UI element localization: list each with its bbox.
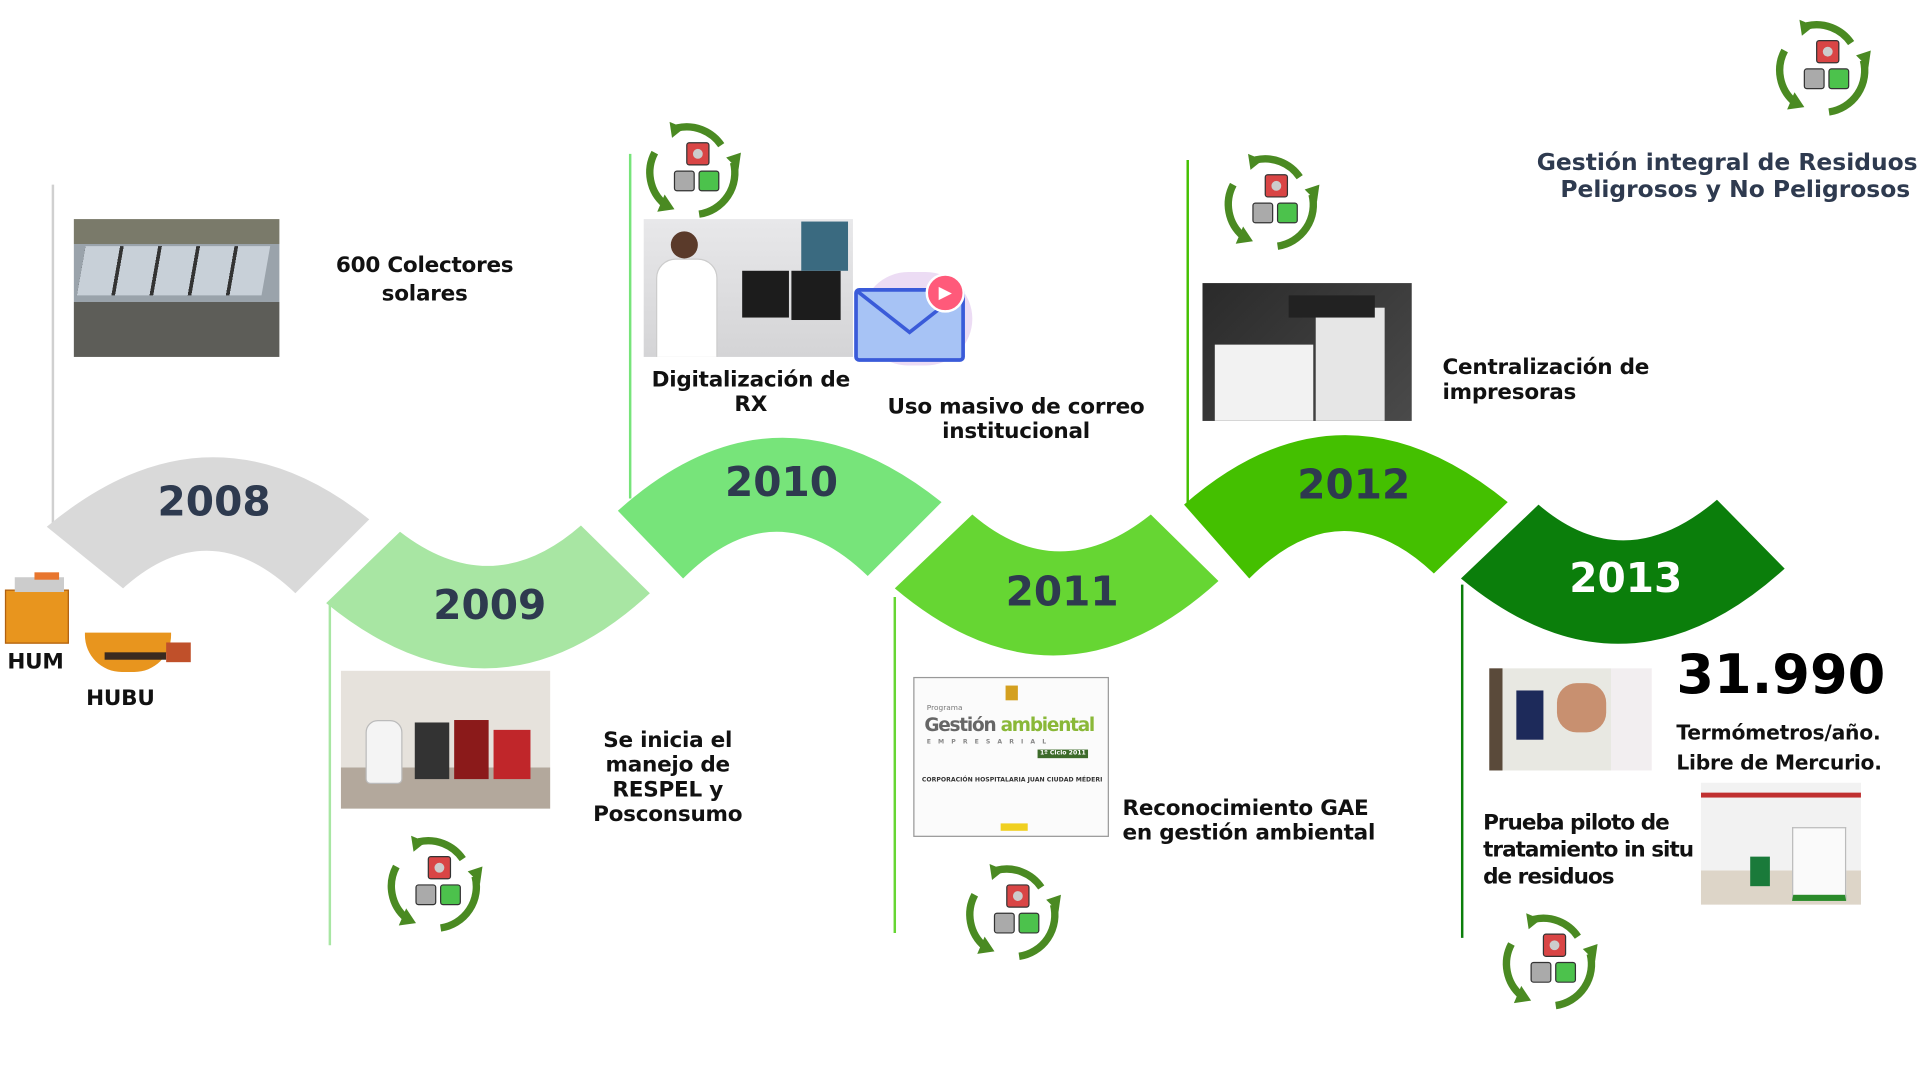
year-2010: 2010 [724, 457, 839, 506]
title-line: Peligrosos y No Peligrosos [1560, 176, 1911, 204]
title-line: Gestión integral de Residuos [1536, 148, 1918, 177]
text-line: solares [381, 281, 468, 307]
cert-subtitle: E M P R E S A R I A L [926, 738, 1049, 746]
text-line: Posconsumo [593, 802, 743, 828]
site-label-hum: HUM [7, 649, 64, 675]
text-line: Libre de Mercurio. [1676, 750, 1882, 775]
recycle-icon [1780, 20, 1871, 112]
vertical-lines [51, 153, 1464, 946]
text-line: Se inicia el [603, 728, 733, 754]
item-2011-text: Reconocimiento GAE en gestión ambiental [1122, 796, 1405, 845]
arc-2010 [617, 437, 942, 579]
item-2009-text: Se inicia el manejo de RESPEL y Posconsu… [578, 729, 756, 827]
thermometer-photo [1489, 668, 1652, 771]
text-line: manejo de [605, 753, 730, 778]
page-title: Gestión integral de Residuos Peligrosos … [1526, 148, 1918, 204]
cert-title-b: ambiental [1000, 713, 1096, 737]
waste-treatment-photo [1700, 782, 1861, 905]
recycle-icon [391, 836, 482, 928]
text-line: en gestión ambiental [1122, 820, 1376, 846]
year-2008: 2008 [157, 477, 271, 526]
text-line: Reconocimiento GAE [1122, 796, 1369, 821]
cert-program: Programa [926, 704, 963, 713]
text-line: tratamiento in situ [1483, 838, 1694, 863]
recycle-icon [970, 864, 1061, 956]
text-line: de residuos [1483, 865, 1614, 890]
item-2010-rx-text: Digitalización de RX [634, 368, 868, 417]
arc-2011 [894, 514, 1219, 656]
hubu-building-icon [80, 625, 197, 680]
item-2010-email-text: Uso masivo de correo institucional [871, 395, 1160, 444]
year-2009: 2009 [433, 580, 547, 629]
year-2012: 2012 [1297, 460, 1411, 509]
item-2013-pilot-text: Prueba piloto de tratamiento in situ de … [1483, 810, 1694, 891]
recycle-icon [650, 122, 741, 214]
text-line: Centralización de [1442, 355, 1650, 381]
arc-2013 [1460, 499, 1785, 644]
cert-org: CORPORACIÓN HOSPITALARIA JUAN CIUDAD MÉD… [921, 776, 1103, 785]
arc-2008 [46, 457, 370, 594]
email-icon: ▶ [849, 266, 978, 374]
arc-2012 [1184, 435, 1508, 579]
recycle-icon [1228, 154, 1319, 246]
text-line: Digitalización de [651, 368, 851, 393]
respel-room-photo [340, 670, 551, 809]
solar-collectors-photo [73, 219, 280, 357]
cert-cycle: 1º Ciclo 2011 [1037, 749, 1089, 759]
item-2013-thermo-text: Termómetros/año. Libre de Mercurio. [1676, 719, 1882, 778]
printers-photo [1202, 283, 1412, 421]
text-line: RESPEL y [612, 777, 724, 803]
year-2013: 2013 [1569, 553, 1683, 602]
cert-title-a: Gestión [924, 713, 996, 737]
site-label-hubu: HUBU [86, 686, 155, 712]
recycle-icon [1506, 913, 1597, 1005]
text-line: institucional [942, 419, 1090, 445]
cert-title: Gestión ambiental [924, 713, 1096, 737]
year-2011: 2011 [1005, 567, 1119, 616]
text-line: RX [734, 392, 768, 418]
text-line: Uso masivo de correo [887, 395, 1145, 420]
text-line: Termómetros/año. [1676, 721, 1881, 745]
text-line: Prueba piloto de [1483, 811, 1670, 836]
gae-certificate-image: Programa Gestión ambiental E M P R E S A… [913, 676, 1109, 837]
item-2008-text: 600 Colectores solares [326, 254, 523, 307]
rx-digitalization-photo [643, 219, 853, 357]
text-line: 600 Colectores [335, 253, 514, 279]
text-line: impresoras [1442, 380, 1577, 405]
thermometer-count: 31.990 [1676, 643, 1886, 707]
arc-2009 [326, 525, 650, 669]
item-2012-text: Centralización de impresoras [1442, 356, 1688, 405]
hum-building-icon [4, 572, 76, 646]
